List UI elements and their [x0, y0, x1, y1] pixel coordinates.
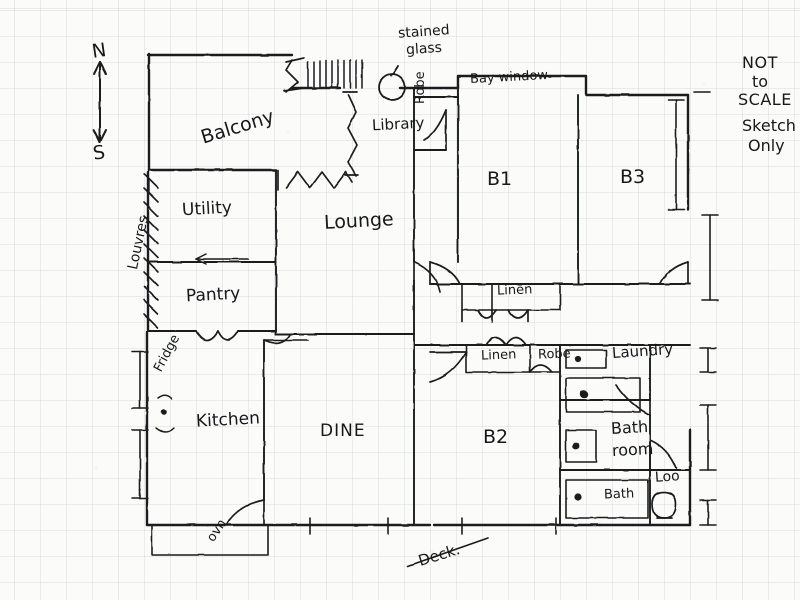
room-label-library: Library — [371, 113, 425, 135]
room-label-bedroom-3: B3 — [620, 166, 646, 188]
plumbing-fixture-dots — [572, 355, 589, 501]
zigzag-symbol-lounge — [277, 169, 353, 191]
room-label-lounge: Lounge — [323, 208, 395, 234]
fixture-label-linen-upper: Linen — [496, 282, 533, 299]
dimension-marks — [131, 91, 719, 567]
fixture-label-bath: Bath — [603, 486, 635, 503]
room-label-bedroom-1: B1 — [487, 168, 513, 190]
compass-north-label: N — [90, 39, 108, 63]
room-label-pantry: Pantry — [185, 283, 241, 307]
room-label-dine: DINE — [320, 421, 366, 441]
room-label-bedroom-2: B2 — [483, 426, 509, 448]
note-scale: SCALE — [738, 90, 792, 109]
interior-walls — [147, 87, 691, 526]
note-not: NOT — [742, 53, 778, 72]
note-sketch: Sketch — [742, 116, 796, 135]
sliding-door-arrow — [195, 253, 249, 265]
room-label-loo: Loo — [654, 468, 681, 486]
note-only: Only — [748, 136, 785, 155]
note-to: to — [752, 72, 769, 91]
toilet-icon — [651, 491, 677, 519]
louvre-hatching — [143, 173, 159, 329]
fixture-label-robe-b2: Robe — [537, 346, 571, 363]
room-label-laundry: Laundry — [611, 339, 674, 363]
room-label-bathroom-line1: Bath — [610, 417, 649, 438]
fixture-label-stained: stained — [397, 22, 451, 42]
compass-south-label: S — [91, 141, 107, 165]
zigzag-symbol-library — [342, 91, 359, 177]
slat-hatching — [307, 59, 363, 89]
fixture-label-robe-b1: Robe — [413, 71, 428, 104]
stained-glass-icon — [378, 65, 406, 101]
compass-arrow — [93, 61, 107, 143]
room-label-kitchen: Kitchen — [195, 408, 261, 432]
fixture-label-glass: glass — [405, 39, 443, 59]
room-label-bathroom-line2: room — [611, 438, 654, 461]
kitchen-sink-dot — [161, 409, 167, 415]
door-swings — [195, 109, 689, 526]
room-label-utility: Utility — [181, 197, 233, 221]
fixture-label-linen-lower: Linen — [480, 347, 517, 364]
joinery — [151, 283, 649, 556]
zigzag-symbol-top — [283, 57, 305, 93]
fixture-label-bay-window: Bay window — [469, 67, 549, 88]
kitchen-sink-icon — [155, 394, 175, 433]
